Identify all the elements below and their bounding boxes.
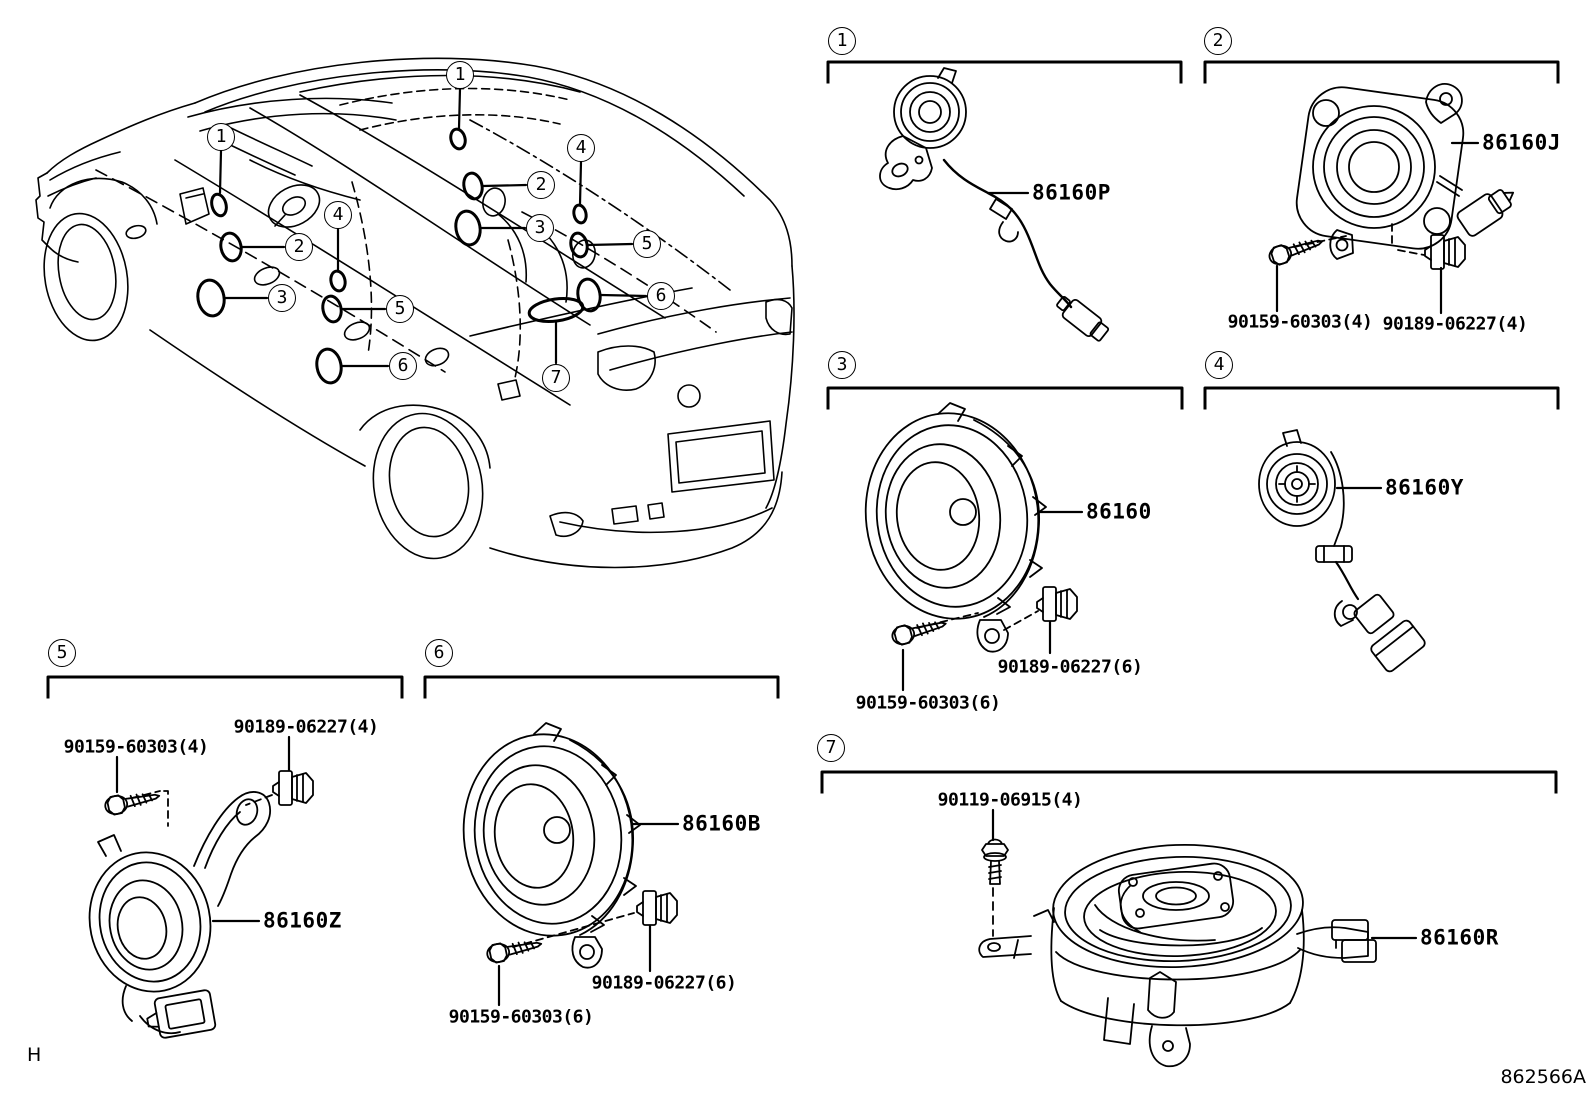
section-6-number: 6	[433, 642, 445, 663]
car-callout-right-3: 3	[526, 214, 554, 242]
section-5-callout: 5	[48, 639, 76, 667]
section-brackets	[46, 60, 1560, 794]
car-callout-left-3: 3	[268, 284, 296, 312]
part-art-86160	[864, 402, 1084, 692]
speaker-location-markers	[196, 127, 602, 385]
part-art-86160R	[978, 808, 1418, 1068]
part-number-86160J: 86160J	[1482, 130, 1561, 155]
section-2-number: 2	[1212, 30, 1224, 51]
section-3-callout: 3	[828, 351, 856, 379]
section-6-callout: 6	[425, 639, 453, 667]
part-number-86160: 86160	[1086, 499, 1152, 524]
part-art-86160Z	[88, 735, 314, 1039]
car-callout-right-1: 1	[446, 61, 474, 89]
diagram-code: 862566A	[1500, 1066, 1586, 1088]
section-7-number: 7	[825, 737, 837, 758]
clip-label-section-6: 90189-06227(6)	[591, 972, 737, 994]
part-number-86160B: 86160B	[682, 811, 761, 836]
section-1-callout: 1	[828, 27, 856, 55]
part-art-86160P	[879, 67, 1110, 342]
car-callout-right-7: 7	[542, 364, 570, 392]
car-callout-right-2: 2	[527, 171, 555, 199]
screw-label-section-2: 90159-60303(4)	[1227, 311, 1373, 333]
car-callout-right-7-number: 7	[550, 367, 562, 388]
section-2-callout: 2	[1204, 27, 1232, 55]
part-number-86160R: 86160R	[1420, 925, 1499, 950]
car-callout-right-4: 4	[567, 134, 595, 162]
section-7-callout: 7	[817, 734, 845, 762]
section-4-callout: 4	[1205, 351, 1233, 379]
part-number-86160P: 86160P	[1032, 180, 1111, 205]
page-code: H	[27, 1044, 42, 1066]
car-callout-right-2-number: 2	[535, 174, 547, 195]
screw-label-section-6: 90159-60303(6)	[448, 1006, 594, 1028]
part-art-86160B	[462, 722, 680, 1007]
section-4-number: 4	[1213, 354, 1225, 375]
car-callout-left-4: 4	[324, 201, 352, 229]
screw-label-section-5: 90159-60303(4)	[63, 736, 209, 758]
car-callout-left-2-number: 2	[293, 236, 305, 257]
car-callout-left-5: 5	[386, 295, 414, 323]
section-3-number: 3	[836, 354, 848, 375]
part-number-86160Y: 86160Y	[1385, 475, 1464, 500]
car-callout-right-6: 6	[647, 282, 675, 310]
bolt-label-section-7: 90119-06915(4)	[937, 789, 1083, 811]
car-callout-left-1: 1	[207, 123, 235, 151]
car-callout-left-6-number: 6	[397, 355, 409, 376]
clip-label-section-2: 90189-06227(4)	[1382, 313, 1528, 335]
car-callout-left-6: 6	[389, 352, 417, 380]
car-sketch	[35, 57, 795, 569]
part-art-86160Y	[1258, 429, 1426, 673]
callout-connector-lines	[218, 87, 648, 368]
car-callout-left-2: 2	[285, 233, 313, 261]
car-callout-right-5: 5	[633, 230, 661, 258]
screw-label-section-3: 90159-60303(6)	[855, 692, 1001, 714]
car-callout-right-3-number: 3	[534, 217, 546, 238]
car-callout-right-4-number: 4	[575, 137, 587, 158]
car-callout-right-6-number: 6	[655, 285, 667, 306]
clip-label-section-5: 90189-06227(4)	[233, 716, 379, 738]
car-callout-left-1-number: 1	[215, 126, 227, 147]
section-1-number: 1	[836, 30, 848, 51]
car-callout-left-5-number: 5	[394, 298, 406, 319]
clip-label-section-3: 90189-06227(6)	[997, 656, 1143, 678]
car-callout-right-5-number: 5	[641, 233, 653, 254]
section-5-number: 5	[56, 642, 68, 663]
car-callout-right-1-number: 1	[454, 64, 466, 85]
part-number-86160Z: 86160Z	[263, 908, 342, 933]
car-callout-left-3-number: 3	[276, 287, 288, 308]
part-art-86160J	[1266, 83, 1515, 315]
car-callout-left-4-number: 4	[332, 204, 344, 225]
